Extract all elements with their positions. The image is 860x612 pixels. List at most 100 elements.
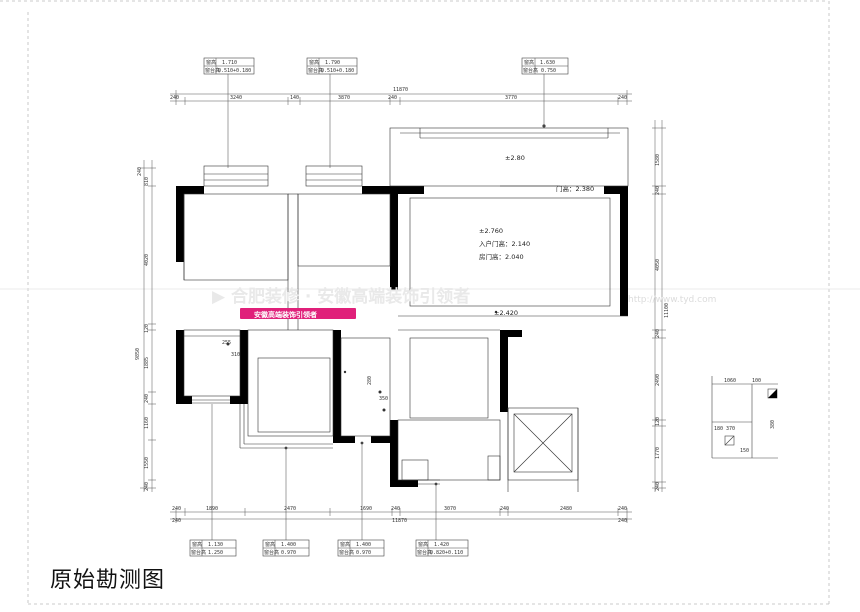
tag-label-w: 窗高 xyxy=(206,59,216,66)
bottom-dim-outer: 240 xyxy=(172,518,181,524)
window-tag-top-2: 窗高 1.790 窗台高 0.510+0.180 xyxy=(306,57,358,168)
bottom-dim: 240 xyxy=(618,506,627,512)
top-dim: 3770 xyxy=(505,95,517,101)
bottom-dim: 240 xyxy=(500,506,509,512)
watermark-badge xyxy=(240,308,356,319)
window-tag-top-1: 窗高 1.710 窗台高 0.510+0.180 xyxy=(203,57,255,168)
svg-text:窗台高: 窗台高 xyxy=(339,549,354,556)
right-total-dim: 11100 xyxy=(664,303,670,318)
tag-value-s: 0.510+0.180 xyxy=(218,68,251,74)
svg-text:1.250: 1.250 xyxy=(208,550,223,556)
small-dim: 310 xyxy=(231,352,240,358)
fixture-marks xyxy=(226,310,498,412)
wall-top-right xyxy=(604,186,628,194)
svg-text:0.970: 0.970 xyxy=(281,550,296,556)
top-dim: 140 xyxy=(290,95,299,101)
top-dim: 3870 xyxy=(338,95,350,101)
top-total-dim: 11870 xyxy=(393,87,408,93)
wall-hall-top xyxy=(500,330,522,337)
small-dim: 255 xyxy=(222,340,231,346)
left-dim: 4020 xyxy=(144,254,150,266)
other-door-note: 房门高：2.040 xyxy=(479,252,524,261)
wall-bottom-mid xyxy=(390,480,418,487)
wall-bottom-left2 xyxy=(230,396,248,404)
page-title: 原始勘测图 xyxy=(50,568,166,593)
svg-text:窗台高: 窗台高 xyxy=(191,549,206,556)
window-tag-bottom-4: 窗高 1.420 窗台高 0.820+0.110 xyxy=(415,482,469,557)
right-dim: 240 xyxy=(655,329,661,338)
svg-text:窗台高: 窗台高 xyxy=(417,549,432,556)
wall-bottom-left xyxy=(176,396,192,404)
interior-lines xyxy=(183,127,629,492)
tag-value-w: 1.710 xyxy=(222,60,237,66)
top-dim: 240 xyxy=(388,95,397,101)
wall-top-living-left xyxy=(398,186,424,194)
left-total-dim: 9850 xyxy=(135,348,141,360)
window-tag-bottom-2: 窗高 1.400 窗台高 0.970 xyxy=(262,446,310,557)
tag-label-s: 窗台高 xyxy=(523,67,538,74)
left-dim: 120 xyxy=(144,324,150,333)
bottom-dim-outer: 240 xyxy=(618,518,627,524)
watermark-url: http://www.tyd.com xyxy=(628,295,716,305)
right-dim: 240 xyxy=(655,186,661,195)
wall-bath-bottom xyxy=(333,436,355,443)
right-dimension-chain xyxy=(652,120,666,492)
left-dim: 240 xyxy=(137,167,143,176)
left-dim: 240 xyxy=(144,394,150,403)
detail-dim: 1060 xyxy=(724,378,736,384)
wall-mid-vertical xyxy=(390,194,398,290)
bottom-dim: 2470 xyxy=(284,506,296,512)
wall-left-lower xyxy=(176,330,184,404)
wall-hall-vertical xyxy=(500,330,508,412)
top-dim: 3240 xyxy=(230,95,242,101)
svg-text:1.400: 1.400 xyxy=(281,542,296,548)
lower-height: ±2.420 xyxy=(494,309,518,317)
right-dim: 1770 xyxy=(655,447,661,459)
detail-dim: 100 xyxy=(752,378,761,384)
balcony-height: ±2.80 xyxy=(505,154,525,162)
left-dim: 1550 xyxy=(144,457,150,469)
svg-text:0.970: 0.970 xyxy=(356,550,371,556)
wall-right xyxy=(620,186,628,316)
svg-text:1.420: 1.420 xyxy=(434,542,449,548)
left-dim: 240 xyxy=(144,482,150,491)
right-dim: 120 xyxy=(655,417,661,426)
tag-value-w: 1.630 xyxy=(540,60,555,66)
svg-text:窗台高: 窗台高 xyxy=(264,549,279,556)
tag-label-s: 窗台高 xyxy=(205,67,220,74)
detail-dim: 150 xyxy=(740,448,749,454)
wall-kitchen-left xyxy=(240,330,248,404)
left-dim: 810 xyxy=(144,177,150,186)
bottom-dimension-chain xyxy=(170,508,632,523)
tag-value-s: 0.510+0.180 xyxy=(321,68,354,74)
wall-left-upper xyxy=(176,186,184,262)
detail-dim: 180 xyxy=(714,426,723,432)
svg-text:1.130: 1.130 xyxy=(208,542,223,548)
entry-door-note: 入户门高：2.140 xyxy=(479,239,530,248)
bottom-dim: 240 xyxy=(391,506,400,512)
bottom-dim: 240 xyxy=(172,506,181,512)
detail-dim: 370 xyxy=(726,426,735,432)
left-dim: 1160 xyxy=(144,417,150,429)
small-dim: 350 xyxy=(379,396,388,402)
tag-label-w: 窗高 xyxy=(524,59,534,66)
top-dim: 240 xyxy=(618,95,627,101)
window-tag-top-3: 窗高 1.630 窗台高 0.750 xyxy=(521,57,569,128)
detail-diagram xyxy=(711,376,778,459)
wall-stair-left xyxy=(390,420,398,486)
bottom-dim: 2480 xyxy=(560,506,572,512)
wall-top-mid xyxy=(362,186,398,194)
svg-text:窗高: 窗高 xyxy=(192,541,202,548)
tag-label-w: 窗高 xyxy=(309,59,319,66)
top-dimension-chain xyxy=(170,90,632,105)
left-dimension-chain xyxy=(140,160,156,492)
right-dim: 2490 xyxy=(655,374,661,386)
left-dim: 1885 xyxy=(144,357,150,369)
bottom-dim-outer: 11870 xyxy=(392,518,407,524)
right-dim: 1580 xyxy=(655,154,661,166)
small-dim: 280 xyxy=(367,376,373,385)
svg-text:窗高: 窗高 xyxy=(265,541,275,548)
door-height-note: 门高：2.380 xyxy=(556,184,594,193)
